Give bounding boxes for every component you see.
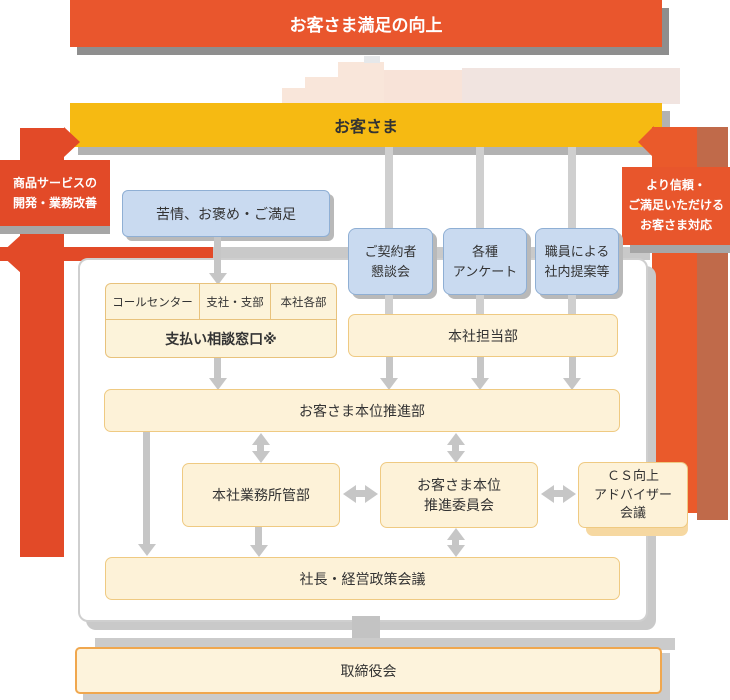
- suishinbu-label: お客さま本位推進部: [299, 402, 425, 419]
- connector-iinkai-shacho: [452, 538, 459, 546]
- cs-advisor-line2: アドバイザー: [593, 486, 672, 502]
- connector-tanto-suishinbu-2: [477, 357, 484, 380]
- feedback-arrowhead-left-icon: [0, 234, 22, 274]
- right-flow-label: より信頼・ ご満足いただける お客さま対応: [622, 167, 730, 245]
- contact-table: コールセンター 支社・支部 本社各部 支払い相談窓口※: [105, 283, 337, 358]
- channel-teian-line1: 職員による: [544, 244, 610, 259]
- top-banner-label: お客さま満足の向上: [289, 16, 443, 35]
- connector-table-suishinbu: [214, 358, 221, 380]
- cs-advisor-line3: 会議: [619, 505, 646, 521]
- feedback-box-label: 苦情、お褒め・ご満足: [156, 205, 296, 222]
- channel-box-kondankai: ご契約者 懇談会: [348, 228, 433, 295]
- arrowhead-up-icon: [447, 433, 465, 445]
- channel-anketo-line1: 各種: [471, 244, 498, 259]
- channel-teian-line2: 社内提案等: [544, 263, 610, 279]
- customer-banner-label: お客さま: [333, 119, 398, 136]
- suishinbu-box: お客さま本位推進部: [104, 389, 620, 432]
- channel-anketo-line2: アンケート: [452, 263, 518, 279]
- connector-teian-tanto: [568, 295, 576, 315]
- faded-arrow-shape: [364, 56, 380, 63]
- left-flow-label-line1: 商品サービスの: [12, 175, 97, 190]
- connector-tanto-suishinbu-3: [569, 357, 576, 380]
- contact-table-header-headoffice: 本社各部: [280, 296, 327, 309]
- honsha-tanto-label: 本社担当部: [448, 327, 518, 344]
- right-flow-label-line1: より信頼・: [646, 178, 706, 193]
- left-flow-label-line2: 開発・業務改善: [12, 196, 97, 210]
- customer-banner: お客さま: [70, 103, 662, 147]
- faded-arrow-shape: [384, 70, 462, 104]
- honsha-tanto-box: 本社担当部: [348, 314, 618, 357]
- channel-box-teian: 職員による 社内提案等: [535, 228, 619, 295]
- shacho-kaigi-label: 社長・経営政策会議: [299, 570, 426, 587]
- contact-table-span-row: 支払い相談窓口※: [165, 330, 277, 347]
- arrowhead-left-icon: [343, 485, 356, 503]
- arrowhead-down-icon: [447, 545, 465, 557]
- channel-box-anketo: 各種 アンケート: [443, 228, 527, 295]
- arrowhead-up-icon: [447, 528, 465, 540]
- connector-suishinbu-shacho: [143, 432, 150, 546]
- arrowhead-down-icon: [138, 544, 156, 556]
- connector-suishinbu-gyomu: [257, 443, 264, 453]
- suishin-iinkai-box: お客さま本位 推進委員会: [380, 462, 538, 528]
- feedback-box: 苦情、お褒め・ご満足: [122, 190, 330, 237]
- top-banner: お客さま満足の向上: [70, 0, 662, 47]
- arrowhead-down-icon: [563, 378, 581, 390]
- channel-kondankai-line2: 懇談会: [370, 263, 410, 279]
- faded-arrow-shape: [305, 77, 338, 104]
- contact-table-header-callcenter: コールセンター: [106, 284, 200, 319]
- connector-suishinbu-iinkai: [452, 443, 459, 453]
- connector-gyomu-iinkai: [354, 490, 367, 497]
- arrowhead-down-icon: [447, 451, 465, 463]
- faded-arrow-shape: [462, 68, 680, 104]
- torishimariyaku-label: 取締役会: [340, 662, 397, 679]
- arrowhead-right-icon: [365, 485, 378, 503]
- suishin-iinkai-line2: 推進委員会: [424, 497, 494, 513]
- shacho-kaigi-box: 社長・経営政策会議: [105, 557, 620, 600]
- right-flow-label-line3: お客さま対応: [639, 217, 712, 232]
- arrowhead-down-icon: [250, 545, 268, 557]
- connector-tanto-suishinbu-1: [386, 357, 393, 380]
- arrowhead-down-icon: [380, 378, 398, 390]
- left-flow-label: 商品サービスの 開発・業務改善: [0, 160, 110, 226]
- connector-banner-teian: [568, 147, 576, 248]
- faded-arrow-shape: [282, 88, 305, 104]
- connector-gyomu-shacho: [255, 527, 262, 547]
- faded-arrow-shape: [338, 62, 384, 104]
- connector-feedback-table: [214, 237, 221, 275]
- connector-banner-anketo: [476, 147, 484, 248]
- channel-kondankai-line1: ご契約者: [364, 244, 417, 259]
- left-flow-arrowhead-icon: [64, 127, 80, 157]
- cs-advisor-box: ＣＳ向上 アドバイザー 会議: [578, 462, 688, 528]
- arrowhead-up-icon: [252, 433, 270, 445]
- right-flow-label-line2: ご満足いただける: [627, 198, 724, 213]
- contact-table-header-branch: 支社・支部: [200, 284, 271, 319]
- torishimariyaku-box: 取締役会: [75, 647, 662, 694]
- arrowhead-down-icon: [252, 451, 270, 463]
- gyomu-shokan-label: 本社業務所管部: [212, 487, 310, 503]
- contact-table-header-row: コールセンター 支社・支部 本社各部: [106, 284, 336, 320]
- connector-kondankai-tanto: [385, 295, 393, 315]
- right-flow-arrowhead-icon: [638, 126, 654, 158]
- suishin-iinkai-line1: お客さま本位: [417, 476, 501, 493]
- arrowhead-down-icon: [209, 273, 227, 285]
- arrowhead-left-icon: [541, 485, 554, 503]
- connector-anketo-tanto: [476, 295, 484, 315]
- connector-banner-kondankai: [385, 147, 393, 248]
- cs-advisor-line1: ＣＳ向上: [606, 467, 659, 483]
- connector-iinkai-cs: [552, 490, 565, 497]
- arrowhead-down-icon: [471, 378, 489, 390]
- gyomu-shokan-box: 本社業務所管部: [182, 463, 340, 527]
- arrowhead-right-icon: [563, 485, 576, 503]
- arrowhead-down-icon: [209, 378, 227, 390]
